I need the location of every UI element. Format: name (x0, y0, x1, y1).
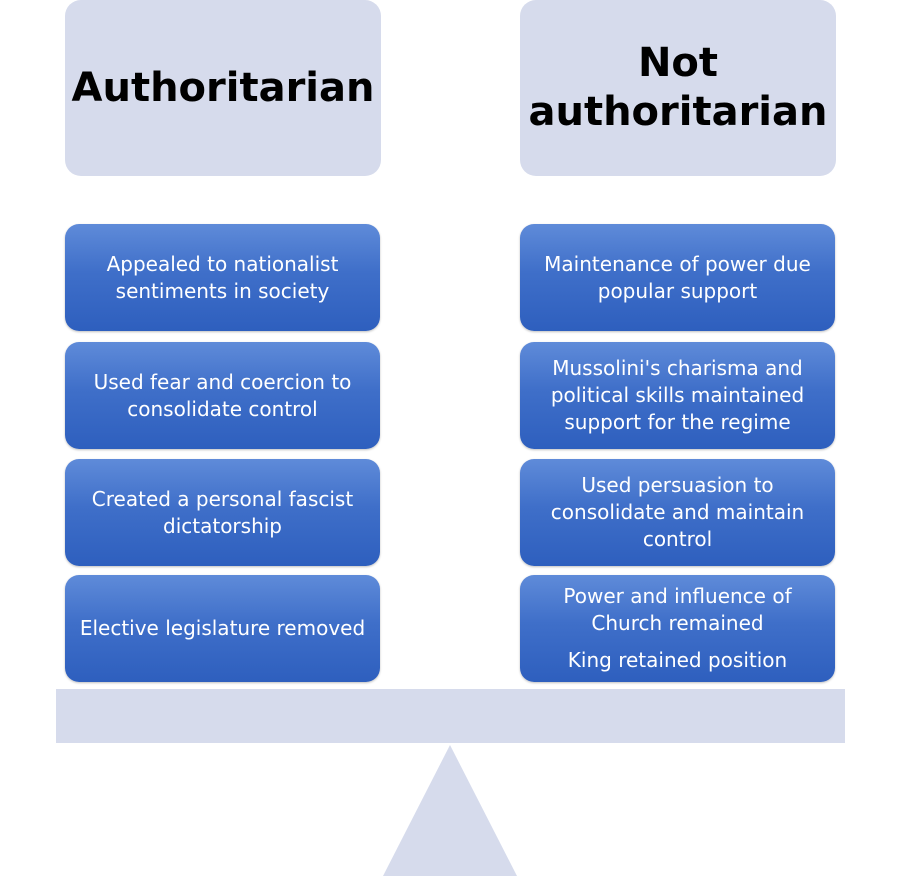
balance-beam (56, 689, 845, 743)
authoritarian-item-2-text: Used fear and coercion to consolidate co… (93, 369, 352, 421)
authoritarian-item-3: Created a personal fascist dictatorship (65, 459, 380, 566)
authoritarian-header: Authoritarian (65, 0, 381, 176)
authoritarian-item-3-text: Created a personal fascist dictatorship (91, 486, 354, 538)
not-authoritarian-item-3-text: Used persuasion to consolidate and maint… (550, 473, 805, 551)
not-authoritarian-item-1: Maintenance of power due popular support (520, 224, 835, 331)
not-authoritarian-item-3: Used persuasion to consolidate and maint… (520, 459, 835, 566)
not-authoritarian-item-4-text: Power and influence of Church remained (563, 584, 792, 635)
authoritarian-item-1: Appealed to nationalist sentiments in so… (65, 224, 380, 331)
not-authoritarian-item-2-text: Mussolini's charisma and political skill… (550, 356, 805, 434)
fulcrum-triangle (383, 745, 517, 876)
not-authoritarian-header: Not authoritarian (520, 0, 836, 176)
not-authoritarian-item-4-extra-text: King retained position (567, 648, 788, 672)
authoritarian-item-2: Used fear and coercion to consolidate co… (65, 342, 380, 449)
not-authoritarian-item-1-text: Maintenance of power due popular support (544, 251, 811, 303)
authoritarian-item-4: Elective legislature removed (65, 575, 380, 682)
authoritarian-item-1-text: Appealed to nationalist sentiments in so… (106, 251, 339, 303)
not-authoritarian-item-4: Power and influence of Church remained K… (520, 575, 835, 682)
authoritarian-item-4-text: Elective legislature removed (79, 616, 366, 640)
not-authoritarian-item-2: Mussolini's charisma and political skill… (520, 342, 835, 449)
